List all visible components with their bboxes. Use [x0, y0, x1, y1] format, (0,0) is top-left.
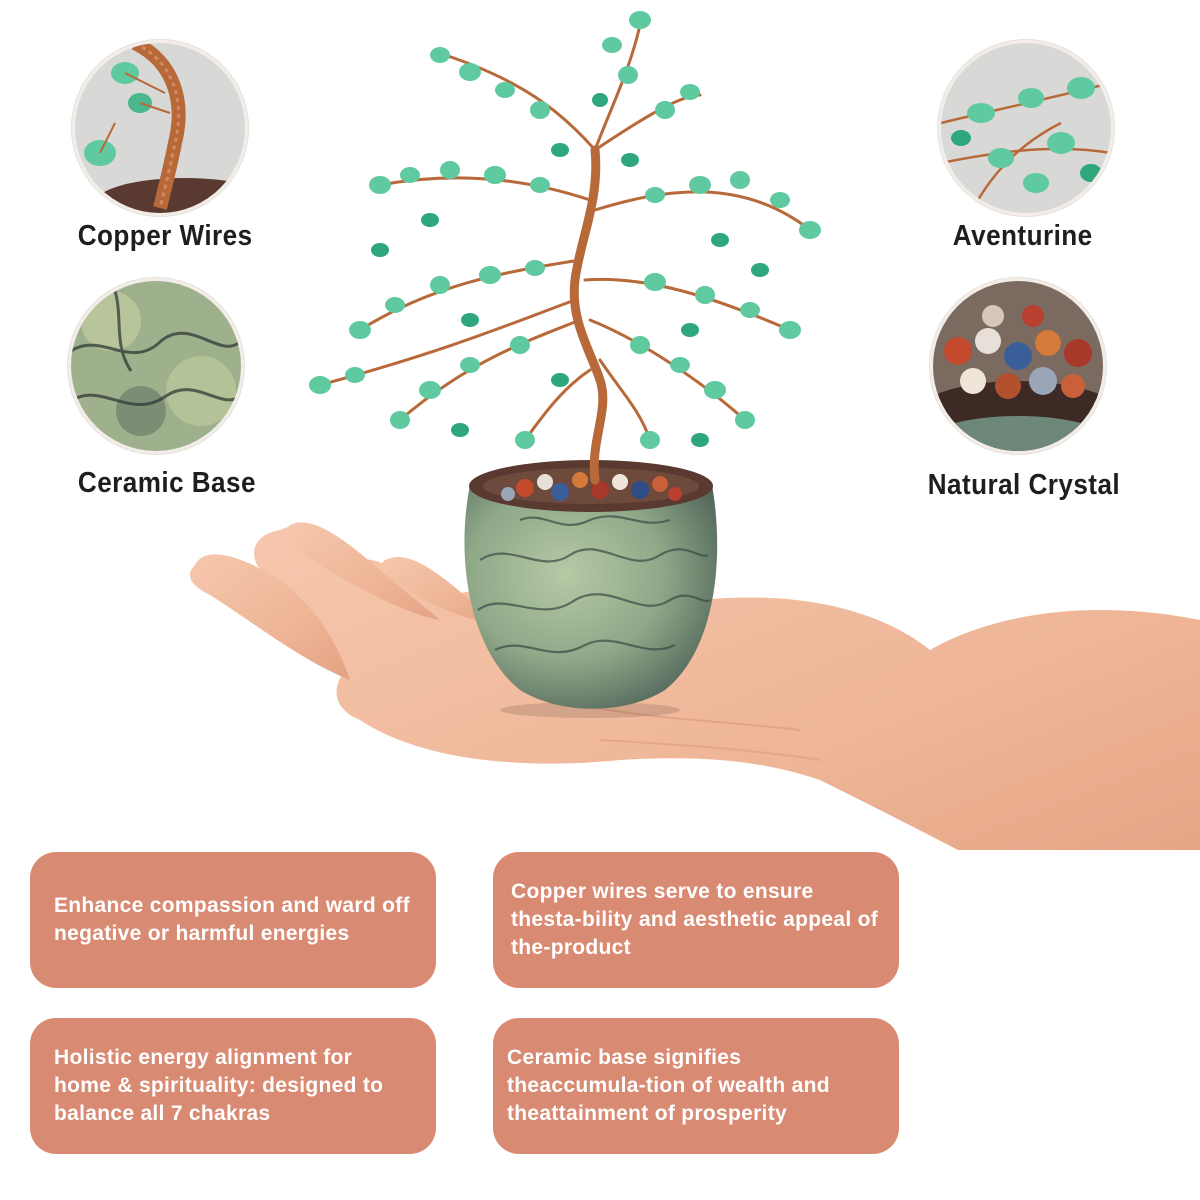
- benefit-box-energy-alignment: Holistic energy alignment for home & spi…: [30, 1018, 436, 1154]
- benefit-box-copper-stability: Copper wires serve to ensure thesta-bili…: [493, 852, 899, 988]
- ceramic-base-closeup: [68, 278, 244, 454]
- ceramic-pot-icon: [464, 460, 718, 718]
- ceramic-base-label: Ceramic Base: [77, 467, 256, 499]
- copper-wire-closeup-icon: [75, 43, 245, 213]
- copper-tree-icon: [318, 23, 812, 485]
- copper-wires-closeup: [72, 40, 248, 216]
- tree-of-life-hero-image: [190, 11, 1200, 850]
- benefit-box-compassion: Enhance compassion and ward off negative…: [30, 852, 436, 988]
- aventurine-closeup: [938, 40, 1114, 216]
- benefit-text: Holistic energy alignment for home & spi…: [54, 1046, 384, 1125]
- ceramic-glaze-closeup-icon: [71, 281, 241, 451]
- benefit-text: Copper wires serve to ensure thesta-bili…: [511, 880, 879, 959]
- aventurine-label: Aventurine: [952, 220, 1093, 252]
- aventurine-leaves-icon: [309, 11, 821, 449]
- benefit-box-wealth: Ceramic base signifies theaccumula-tion …: [493, 1018, 899, 1154]
- benefit-text: Ceramic base signifies theaccumula-tion …: [507, 1046, 830, 1125]
- natural-crystal-label: Natural Crystal: [927, 469, 1121, 501]
- crystal-chips-closeup-icon: [933, 281, 1103, 451]
- aventurine-branch-closeup-icon: [941, 43, 1111, 213]
- benefit-text: Enhance compassion and ward off negative…: [54, 894, 410, 945]
- copper-wires-label: Copper Wires: [77, 220, 253, 252]
- natural-crystal-closeup: [930, 278, 1106, 454]
